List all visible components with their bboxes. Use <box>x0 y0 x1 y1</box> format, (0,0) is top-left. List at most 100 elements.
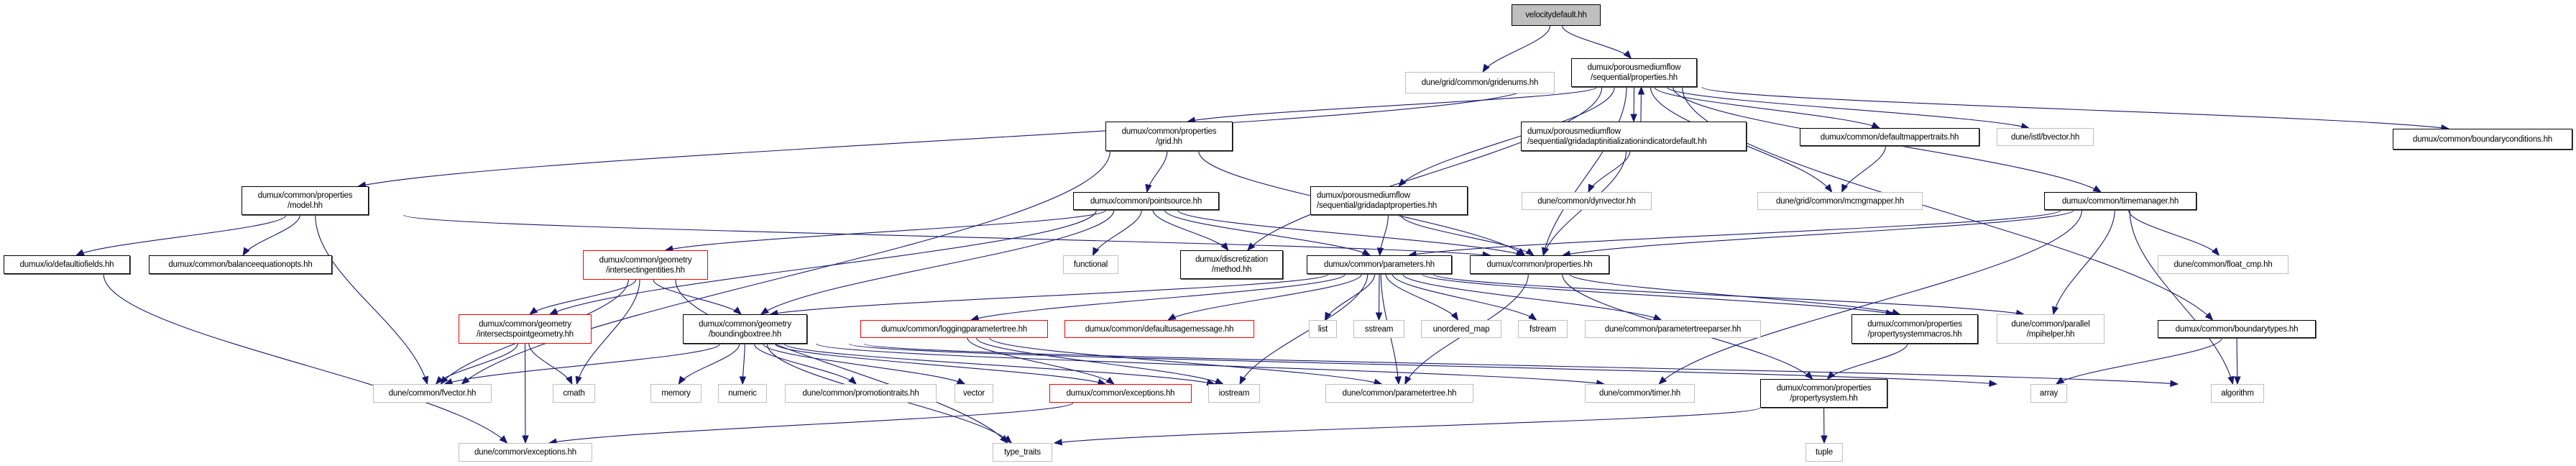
edge-loggingparamtree-to-paramtree <box>989 337 1382 385</box>
arrowhead-icon <box>1376 247 1384 257</box>
arrowhead-icon <box>1824 183 1833 193</box>
node-label: /method.hh <box>1211 265 1252 274</box>
node-iostream: iostream <box>1208 384 1260 403</box>
node-pointsource[interactable]: dumux/common/pointsource.hh <box>1073 192 1219 210</box>
node-paramtreeparser: dune/common/parametertreeparser.hh <box>1585 320 1761 338</box>
node-seqprops[interactable]: dumux/porousmediumflow/sequential/proper… <box>1571 58 1697 87</box>
node-defaultmappertraits[interactable]: dumux/common/defaultmappertraits.hh <box>1800 128 1979 146</box>
edge-bboxtree-to-vector <box>763 343 965 385</box>
arrowhead-icon <box>1220 242 1229 252</box>
node-gridadaptinit[interactable]: dumux/porousmediumflow/sequential/gridad… <box>1521 122 1747 151</box>
node-label: type_traits <box>1004 448 1041 457</box>
node-label: dune/grid/common/mcmgmapper.hh <box>1775 196 1905 206</box>
node-propsysmacros[interactable]: dumux/common/properties/propertysystemma… <box>1852 314 1978 344</box>
node-label: dumux/common/properties <box>1867 319 1962 329</box>
arrowhead-icon <box>421 375 429 385</box>
node-list: list <box>1309 320 1337 338</box>
node-intersectspoint[interactable]: dumux/common/geometry/intersectspointgeo… <box>459 314 592 344</box>
arrowhead-icon <box>1053 439 1063 446</box>
edge-parameters-to-list <box>1325 273 1376 321</box>
edge-intersectingentities-to-cmath <box>576 279 640 385</box>
node-sstream: sstream <box>1353 320 1404 338</box>
node-properties[interactable]: dumux/common/properties.hh <box>1470 255 1609 274</box>
edge-parameters-to-loggingparamtree <box>971 273 1346 321</box>
node-label: /intersectingentities.hh <box>606 265 685 275</box>
node-bvector: dune/istl/bvector.hh <box>1997 128 2094 146</box>
node-label: /propertysystem.hh <box>1790 394 1858 403</box>
node-label: dumux/common/pointsource.hh <box>1090 196 1202 206</box>
node-label: dumux/common/properties <box>257 191 353 200</box>
node-label: list <box>1317 324 1328 334</box>
arrowhead-icon <box>2234 376 2241 385</box>
edge-pointsource-to-parameters <box>1164 209 1371 256</box>
node-parameters[interactable]: dumux/common/parameters.hh <box>1307 255 1452 274</box>
node-label: dumux/common/geometry <box>479 319 571 329</box>
arrowhead-icon <box>1841 183 1849 193</box>
node-dumuxexceptions[interactable]: dumux/common/exceptions.hh <box>1049 384 1192 403</box>
node-label: dumux/common/defaultusagemessage.hh <box>1085 324 1234 334</box>
arrowhead-icon <box>1375 312 1383 321</box>
arrowhead-icon <box>1214 378 1224 385</box>
arrowhead-icon <box>1804 371 1813 380</box>
node-label: /boundingboxtree.hh <box>708 329 782 339</box>
node-bboxtree[interactable]: dumux/common/geometry/boundingboxtree.hh <box>683 314 807 344</box>
edge-pointsource-to-properties <box>1177 209 1524 256</box>
node-label: dune/common/parallel <box>2011 319 2090 329</box>
node-intersectingentities[interactable]: dumux/common/geometry/intersectingentiti… <box>583 250 708 280</box>
node-propertysystem[interactable]: dumux/common/properties/propertysystem.h… <box>1760 379 1887 408</box>
edge-timemanager-to-algorithm <box>2129 209 2234 385</box>
node-label: dumux/common/defaultmappertraits.hh <box>1820 132 1959 142</box>
node-boundaryconditions[interactable]: dumux/common/boundaryconditions.hh <box>2393 129 2572 150</box>
node-label: numeric <box>728 389 757 398</box>
node-grid[interactable]: dumux/common/properties/grid.hh <box>1105 122 1233 151</box>
node-label: dumux/common/timemanager.hh <box>2061 196 2179 206</box>
edge-seqprops-to-model <box>358 86 1529 187</box>
node-label: tuple <box>1816 448 1833 457</box>
arrowhead-icon <box>242 247 250 257</box>
arrowhead-icon <box>575 375 582 385</box>
arrowhead-icon <box>1542 247 1550 257</box>
edge-timemanager-to-timer <box>1658 209 2083 385</box>
node-label: dune/common/fvector.hh <box>388 389 477 398</box>
node-label: sstream <box>1364 324 1394 334</box>
node-defaultusage[interactable]: dumux/common/defaultusagemessage.hh <box>1064 320 1254 338</box>
edge-intersectspoint-to-cmath <box>528 343 573 385</box>
node-discmethod[interactable]: dumux/discretization/method.hh <box>1180 250 1283 279</box>
node-array: array <box>2030 384 2067 403</box>
arrowhead-icon <box>1092 247 1100 257</box>
edge-seqprops-to-boundaryconditions <box>1701 86 2449 129</box>
node-label: dune/common/exceptions.hh <box>474 448 577 457</box>
arrowhead-icon <box>2092 185 2102 193</box>
arrowhead-icon <box>1623 50 1632 59</box>
edge-model-to-properties <box>403 214 1491 256</box>
node-gridadaptprops[interactable]: dumux/porousmediumflow/sequential/gridad… <box>1310 186 1468 215</box>
edge-seqprops-to-discmethod <box>1247 86 1603 251</box>
node-boundarytypes[interactable]: dumux/common/boundarytypes.hh <box>2158 320 2316 338</box>
arrowhead-icon <box>435 375 444 385</box>
node-label: cmath <box>563 389 585 398</box>
node-fvector: dune/common/fvector.hh <box>373 384 492 403</box>
node-fstream: fstream <box>1518 320 1568 338</box>
node-loggingparamtree[interactable]: dumux/common/loggingparametertree.hh <box>860 320 1048 338</box>
edge-seqprops-to-grid <box>1187 86 1598 122</box>
arrowhead-icon <box>2170 380 2179 387</box>
edge-seqprops-to-defaultmappertraits <box>1654 86 1880 129</box>
arrowhead-icon <box>2227 375 2235 385</box>
node-balanceeq[interactable]: dumux/common/balanceequationopts.hh <box>149 255 332 274</box>
arrowhead-icon <box>1871 122 1881 129</box>
arrowhead-icon <box>1450 311 1459 321</box>
arrowhead-icon <box>1652 314 1662 321</box>
node-floatcmp: dune/common/float_cmp.hh <box>2158 255 2288 274</box>
node-label: dumux/porousmediumflow <box>1317 191 1410 200</box>
arrowhead-icon <box>2211 247 2220 257</box>
arrowhead-icon <box>1246 242 1256 251</box>
node-timemanager[interactable]: dumux/common/timemanager.hh <box>2044 192 2196 210</box>
edge-boundarytypes-to-array <box>2056 337 2222 385</box>
edge-timemanager-to-mpihelper <box>2053 209 2115 315</box>
edge-parameters-to-unorderedmap <box>1385 273 1458 321</box>
node-defaultiofields[interactable]: dumux/io/defaultiofields.hh <box>4 255 130 274</box>
arrowhead-icon <box>1630 114 1637 123</box>
node-label: dumux/common/properties.hh <box>1486 260 1593 269</box>
node-label: dune/istl/bvector.hh <box>2010 132 2080 142</box>
node-model[interactable]: dumux/common/properties/model.hh <box>242 186 369 215</box>
